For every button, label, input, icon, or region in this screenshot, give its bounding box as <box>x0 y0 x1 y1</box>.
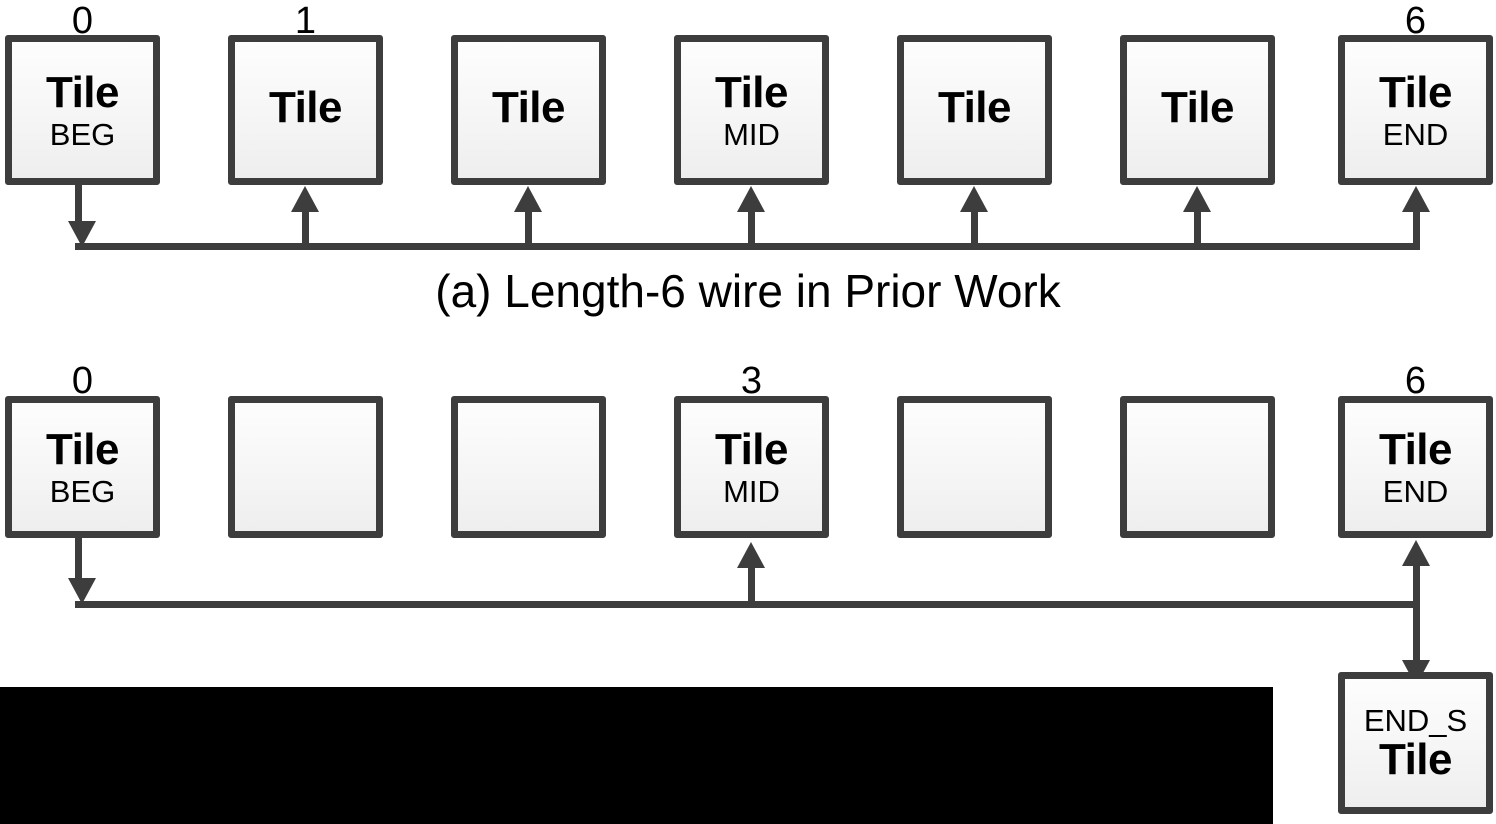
row-a-tile-1[interactable]: Tile <box>228 35 383 185</box>
row-a-wire-riser-tile-1 <box>302 212 309 250</box>
tile-label-sub: BEG <box>49 473 116 509</box>
tile-label-main: Tile <box>1378 67 1453 117</box>
tile-label-main: Tile <box>1378 424 1453 474</box>
row-b-index-label-0: 0 <box>71 360 94 402</box>
row-a-index-label-6: 6 <box>1404 0 1427 42</box>
row-a-arrow-up-tile-5 <box>1183 186 1211 212</box>
row-b-wire-riser-tile-3 <box>748 568 755 606</box>
redacted-region <box>0 687 1273 824</box>
row-a-tile-5[interactable]: Tile <box>1120 35 1275 185</box>
row-b-index-label-6: 6 <box>1404 360 1427 402</box>
row-a-tile-0[interactable]: Tile BEG <box>5 35 160 185</box>
row-b-tile-4[interactable] <box>897 396 1052 538</box>
row-b-tile-0[interactable]: Tile BEG <box>5 396 160 538</box>
tile-label-main: Tile <box>937 83 1012 132</box>
row-b-spare-tile-end-s[interactable]: Tile END_S <box>1338 672 1493 814</box>
row-a-arrow-down-tile-0 <box>68 221 96 247</box>
caption-a: (a) Length-6 wire in Prior Work <box>435 265 1061 317</box>
row-a-tile-2[interactable]: Tile <box>451 35 606 185</box>
tile-label-main: Tile <box>714 424 789 474</box>
row-b-tile-1[interactable] <box>228 396 383 538</box>
row-a-wire-riser-tile-4 <box>971 212 978 250</box>
row-b-wire-drop-tile-0 <box>75 538 82 582</box>
tile-label-main: Tile <box>1160 83 1235 132</box>
row-a-index-label-0: 0 <box>71 0 94 42</box>
row-b-index-label-3: 3 <box>740 360 763 402</box>
row-a-tile-3[interactable]: Tile MID <box>674 35 829 185</box>
row-a-wire-bus <box>75 243 1420 250</box>
tile-label-main: Tile <box>45 67 120 117</box>
row-a-tile-4[interactable]: Tile <box>897 35 1052 185</box>
row-a-tile-6[interactable]: Tile END <box>1338 35 1493 185</box>
tile-label-sub: END_S <box>1363 702 1468 738</box>
tile-label-sub: END <box>1382 116 1449 152</box>
row-a-index-label-1: 1 <box>294 0 317 42</box>
row-b-arrow-down-tile-0 <box>68 578 96 604</box>
row-b-arrow-up-tile-6 <box>1402 540 1430 566</box>
tile-label-main: Tile <box>1378 734 1453 784</box>
row-a-wire-riser-tile-2 <box>525 212 532 250</box>
row-b-tile-3[interactable]: Tile MID <box>674 396 829 538</box>
row-b-wire-spine-end-column <box>1413 560 1420 680</box>
row-b-arrow-up-tile-3 <box>737 542 765 568</box>
tile-label-sub: MID <box>723 116 780 152</box>
row-a-arrow-up-tile-1 <box>291 186 319 212</box>
row-a-wire-riser-tile-3 <box>748 212 755 250</box>
tile-label-main: Tile <box>491 83 566 132</box>
row-a-arrow-up-tile-6 <box>1402 186 1430 212</box>
tile-label-main: Tile <box>268 83 343 132</box>
row-a-wire-riser-tile-5 <box>1194 212 1201 250</box>
row-b-tile-2[interactable] <box>451 396 606 538</box>
tile-label-main: Tile <box>714 67 789 117</box>
tile-label-main: Tile <box>45 424 120 474</box>
tile-label-sub: END <box>1382 473 1449 509</box>
row-a-wire-riser-tile-6 <box>1413 212 1420 250</box>
tile-label-sub: MID <box>723 473 780 509</box>
row-a-arrow-up-tile-4 <box>960 186 988 212</box>
tile-label-sub: BEG <box>49 116 116 152</box>
row-b-tile-5[interactable] <box>1120 396 1275 538</box>
row-a-wire-drop-tile-0 <box>75 185 82 225</box>
row-b-tile-6[interactable]: Tile END <box>1338 396 1493 538</box>
row-b-wire-bus <box>75 601 1420 608</box>
row-a-arrow-up-tile-3 <box>737 186 765 212</box>
row-a-arrow-up-tile-2 <box>514 186 542 212</box>
